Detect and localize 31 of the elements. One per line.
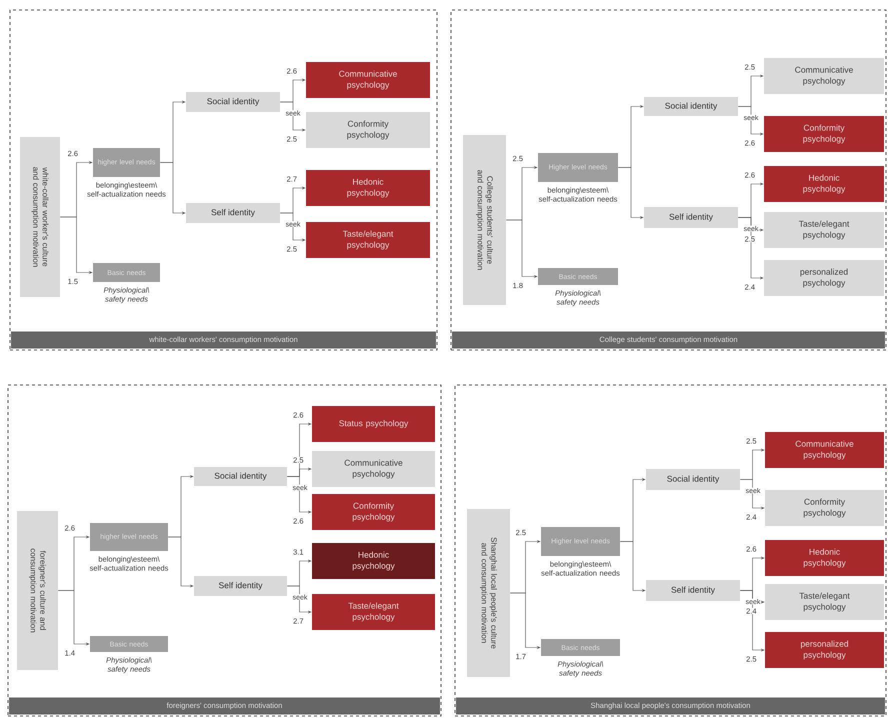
identity-box: Self identity bbox=[644, 207, 738, 228]
identity-box: Social identity bbox=[646, 469, 740, 490]
psychology-box: Taste/elegant psychology bbox=[312, 594, 435, 630]
psychology-box: Conformity psychology bbox=[764, 116, 884, 152]
psychology-box: Conformity psychology bbox=[306, 112, 430, 148]
root-box: Shanghai local people's culture and consumption motivation bbox=[467, 509, 510, 677]
identity-box: Self identity bbox=[186, 203, 280, 223]
psychology-box: Hedonic psychology bbox=[312, 543, 435, 579]
psychology-box: Communicative psychology bbox=[306, 62, 430, 98]
psychology-box: Hedonic psychology bbox=[764, 166, 884, 202]
identity-box: Social identity bbox=[194, 467, 287, 486]
identity-box: Social identity bbox=[186, 92, 280, 112]
identity-box: Self identity bbox=[646, 580, 740, 601]
identity-box: Self identity bbox=[194, 576, 287, 596]
psychology-box: Taste/elegant psychology bbox=[306, 222, 430, 258]
identity-box: Social identity bbox=[644, 97, 738, 116]
psychology-box: Taste/elegant psychology bbox=[764, 212, 884, 248]
root-box: foreigner's culture and consumption motivation bbox=[17, 511, 58, 670]
psychology-box: personalized psychology bbox=[764, 260, 884, 296]
psychology-box: Conformity psychology bbox=[765, 490, 884, 526]
psychology-box: personalized psychology bbox=[765, 632, 884, 668]
psychology-box: Conformity psychology bbox=[312, 494, 435, 530]
psychology-box: Communicative psychology bbox=[765, 432, 884, 468]
root-box: College students' culture and consumption motivation bbox=[463, 135, 506, 305]
psychology-box: Hedonic psychology bbox=[765, 540, 884, 576]
psychology-box: Communicative psychology bbox=[312, 451, 435, 487]
root-box: white-collar worker's culture and consumption motivation bbox=[20, 137, 60, 297]
psychology-box: Status psychology bbox=[312, 406, 435, 442]
psychology-box: Hedonic psychology bbox=[306, 170, 430, 206]
psychology-box: Communicative psychology bbox=[764, 58, 884, 94]
psychology-box: Taste/elegant psychology bbox=[765, 584, 884, 620]
